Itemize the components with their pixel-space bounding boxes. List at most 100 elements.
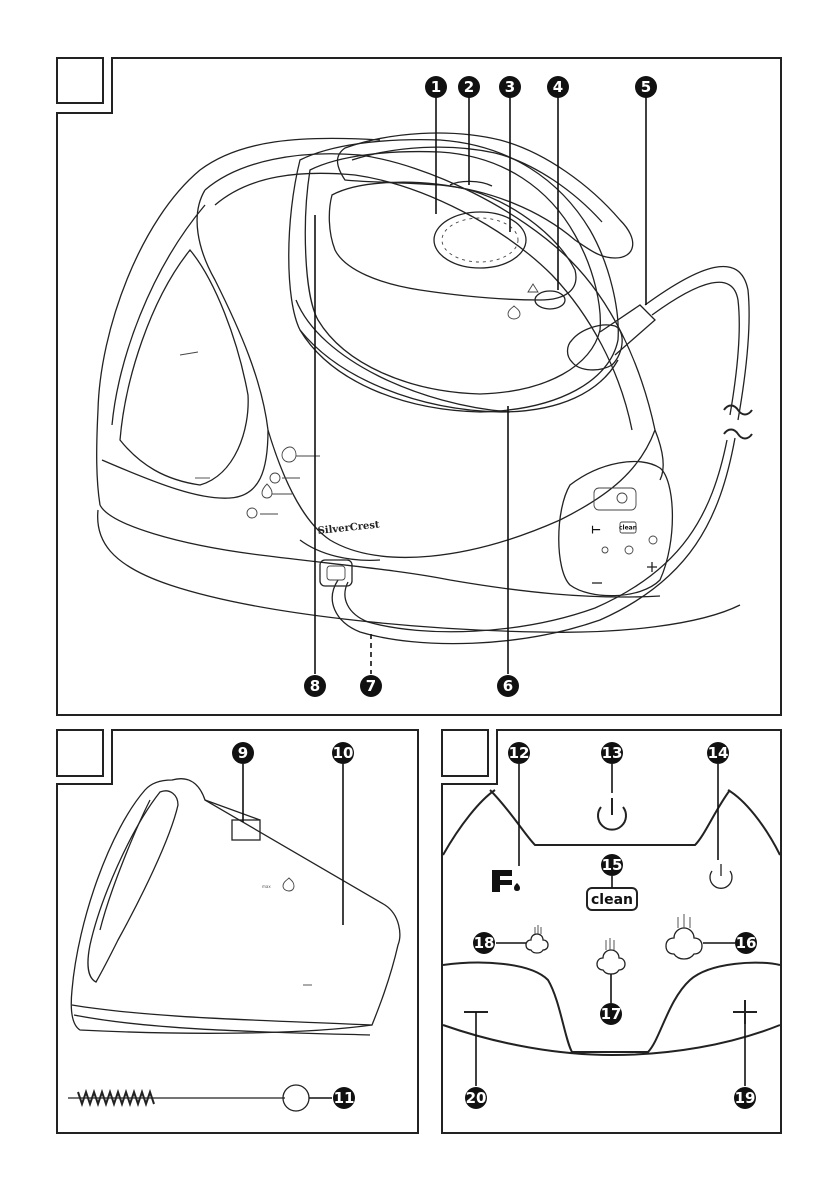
brand-logo: SilverCrest bbox=[317, 520, 380, 537]
callout-4: 4 bbox=[547, 76, 569, 98]
water-tank-drop-icon bbox=[283, 878, 294, 891]
panel-1-index-box bbox=[57, 58, 103, 103]
clean-button-label: clean bbox=[591, 892, 633, 908]
callout-9-label: 9 bbox=[238, 744, 248, 762]
standby-indicator bbox=[710, 864, 732, 888]
steam-low-plumes bbox=[535, 925, 541, 934]
base-plate-outline bbox=[98, 510, 740, 632]
callout-15-label: 15 bbox=[602, 856, 623, 874]
panel-3-bottom-edge bbox=[443, 1025, 780, 1055]
callout-5-label: 5 bbox=[641, 78, 651, 96]
panel-3-left-arc bbox=[443, 790, 495, 855]
callout-15: 15 bbox=[601, 854, 623, 876]
steam-low-icon bbox=[526, 934, 548, 953]
panel-3-index-box bbox=[442, 730, 488, 776]
panel-3-display-window bbox=[490, 790, 730, 845]
base-control-panel-outline bbox=[559, 462, 673, 596]
panel-1-frame bbox=[57, 58, 781, 715]
base-tap-icon: ⊢ bbox=[591, 524, 601, 537]
power-small-icon bbox=[247, 508, 257, 518]
tank-left-outline bbox=[97, 410, 100, 505]
callout-10: 10 bbox=[332, 742, 354, 764]
water-tank-top-edge bbox=[205, 800, 260, 820]
callout-2: 2 bbox=[458, 76, 480, 98]
steam-medium-plumes bbox=[606, 938, 614, 950]
panel-2-frame bbox=[57, 730, 418, 1133]
steam-level-icon bbox=[282, 447, 296, 462]
clean-button[interactable]: clean bbox=[587, 888, 637, 910]
callout-3-label: 3 bbox=[505, 78, 515, 96]
base-clean-label: clean bbox=[619, 525, 637, 532]
base-steam-mid-icon bbox=[625, 546, 633, 554]
base-steam-small-icon bbox=[602, 547, 608, 553]
callout-3: 3 bbox=[499, 76, 521, 98]
callout-13-label: 13 bbox=[602, 744, 623, 762]
panel-2-water-tank: max 9 10 11 bbox=[57, 730, 418, 1133]
callout-4-label: 4 bbox=[553, 78, 563, 96]
base-control-panel: clean ⊢ bbox=[559, 462, 673, 596]
callout-7: 7 bbox=[360, 675, 382, 697]
callout-6-label: 6 bbox=[503, 677, 513, 695]
iron-handle-opening bbox=[329, 182, 576, 300]
steam-medium-button[interactable] bbox=[597, 938, 625, 974]
body-right-edge bbox=[655, 430, 663, 480]
plus-button[interactable] bbox=[733, 1000, 757, 1024]
cleaning-brush-drawing bbox=[68, 1085, 309, 1111]
callout-12-label: 12 bbox=[509, 744, 530, 762]
removable-water-tank-drawing: max bbox=[71, 779, 400, 1035]
steam-low-button[interactable] bbox=[526, 925, 548, 953]
tank-inner-left bbox=[112, 205, 205, 425]
panel-3-leaders bbox=[476, 764, 745, 1086]
temperature-dial-scale bbox=[442, 218, 518, 262]
callout-17: 17 bbox=[600, 1003, 622, 1025]
water-tank-outline bbox=[71, 779, 400, 1034]
panel-3-control-panel: clean 12 1 bbox=[442, 730, 781, 1133]
base-steam-large-icon bbox=[649, 536, 657, 544]
callout-14-label: 14 bbox=[708, 744, 729, 762]
power-button[interactable] bbox=[598, 798, 626, 830]
panel-3-right-arc bbox=[728, 790, 780, 855]
callout-1: 1 bbox=[425, 76, 447, 98]
callout-19: 19 bbox=[734, 1087, 756, 1109]
base-plus-button[interactable] bbox=[647, 562, 657, 572]
steam-indicator-icon bbox=[528, 284, 538, 292]
brush-ring-handle bbox=[283, 1085, 309, 1111]
callout-2-label: 2 bbox=[464, 78, 474, 96]
callout-8: 8 bbox=[304, 675, 326, 697]
station-shell-inner bbox=[215, 173, 632, 430]
iron bbox=[289, 133, 655, 412]
base-power-button[interactable] bbox=[617, 493, 627, 503]
body-front-lower bbox=[300, 540, 380, 560]
callout-8-label: 8 bbox=[310, 677, 320, 695]
water-refill-icon bbox=[262, 484, 272, 498]
callout-11-label: 11 bbox=[334, 1089, 355, 1107]
callout-18: 18 bbox=[473, 932, 495, 954]
cable-strain-relief bbox=[600, 305, 655, 355]
steam-hose-lower-inner bbox=[345, 440, 727, 632]
callout-9: 9 bbox=[232, 742, 254, 764]
steam-medium-icon bbox=[597, 950, 625, 974]
hose-break-mark-top bbox=[724, 406, 752, 415]
iron-drop-icon bbox=[508, 306, 520, 319]
callout-1-label: 1 bbox=[431, 78, 441, 96]
callout-6: 6 bbox=[497, 675, 519, 697]
callout-7-label: 7 bbox=[366, 677, 376, 695]
callout-5: 5 bbox=[635, 76, 657, 98]
callout-20: 20 bbox=[465, 1087, 487, 1109]
tank-window-bottom bbox=[102, 430, 268, 498]
eco-icon bbox=[270, 473, 280, 483]
panel-2-index-box bbox=[57, 730, 103, 776]
tap-icon-spout bbox=[500, 880, 512, 885]
water-tank-handle bbox=[88, 791, 178, 982]
tap-icon-top bbox=[492, 870, 512, 876]
steam-high-button[interactable] bbox=[666, 914, 702, 959]
callout-12: 12 bbox=[508, 742, 530, 764]
descaling-indicator bbox=[492, 870, 520, 892]
callout-13: 13 bbox=[601, 742, 623, 764]
callout-14: 14 bbox=[707, 742, 729, 764]
callout-11: 11 bbox=[333, 1087, 355, 1109]
callout-19-label: 19 bbox=[735, 1089, 756, 1107]
max-level-mark bbox=[180, 352, 198, 355]
callout-20-label: 20 bbox=[466, 1089, 487, 1107]
